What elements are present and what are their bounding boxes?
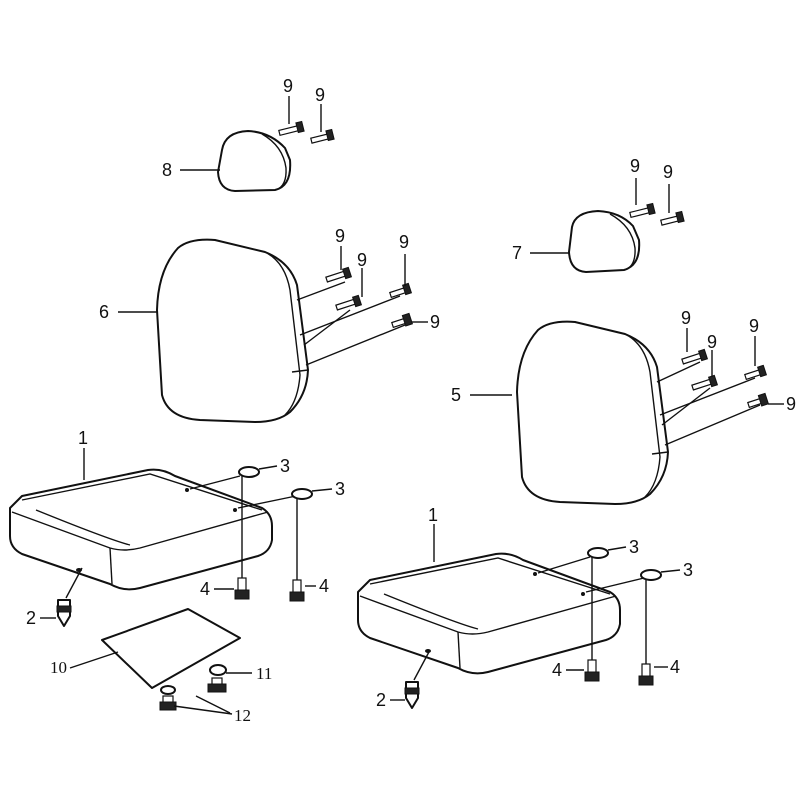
backrest-6-brackets [296, 281, 406, 366]
callout-9: 9 [681, 308, 691, 328]
seat-1-left-fasteners [56, 466, 313, 627]
callout-3: 3 [335, 479, 345, 499]
callout-2: 2 [26, 608, 36, 628]
callout-8: 8 [162, 160, 172, 180]
callout-12: 12 [234, 706, 251, 725]
backrest-5-brackets [656, 361, 761, 446]
callout-1: 1 [78, 428, 88, 448]
callout-10: 10 [50, 658, 67, 677]
backrest-5 [516, 320, 669, 505]
callout-4: 4 [319, 576, 329, 596]
callout-labels: 8 9 9 7 9 9 6 9 9 9 9 5 9 9 9 9 1 1 3 3 … [26, 76, 796, 725]
seat-cushion-1-left [9, 468, 273, 591]
callout-7: 7 [512, 243, 522, 263]
callout-3: 3 [683, 560, 693, 580]
headrest-7-bolts [629, 202, 685, 226]
part-11 [207, 664, 227, 693]
callout-9: 9 [315, 85, 325, 105]
seat-1-right-fasteners [404, 547, 662, 709]
callout-9: 9 [357, 250, 367, 270]
callout-9: 9 [663, 162, 673, 182]
headrest-8-bolts [278, 120, 335, 144]
callout-9: 9 [283, 76, 293, 96]
callout-4: 4 [670, 657, 680, 677]
headrest-8 [217, 130, 292, 192]
callout-5: 5 [451, 385, 461, 405]
leader-lines [40, 96, 784, 715]
callout-9: 9 [399, 232, 409, 252]
callout-1: 1 [428, 505, 438, 525]
backrest-6 [156, 238, 309, 423]
headrest-7 [568, 210, 641, 273]
callout-6: 6 [99, 302, 109, 322]
callout-9: 9 [786, 394, 796, 414]
callout-9: 9 [335, 226, 345, 246]
plate-10 [101, 608, 241, 689]
backrest-6-bolts [325, 266, 414, 329]
callout-4: 4 [552, 660, 562, 680]
callout-11: 11 [256, 664, 272, 683]
callout-4: 4 [200, 579, 210, 599]
callout-3: 3 [280, 456, 290, 476]
callout-9: 9 [430, 312, 440, 332]
callout-9: 9 [707, 332, 717, 352]
callout-9: 9 [630, 156, 640, 176]
part-12 [159, 685, 177, 711]
seat-cushion-1-right [357, 552, 621, 675]
backrest-5-bolts [681, 348, 770, 409]
callout-2: 2 [376, 690, 386, 710]
callout-9: 9 [749, 316, 759, 336]
callout-3: 3 [629, 537, 639, 557]
